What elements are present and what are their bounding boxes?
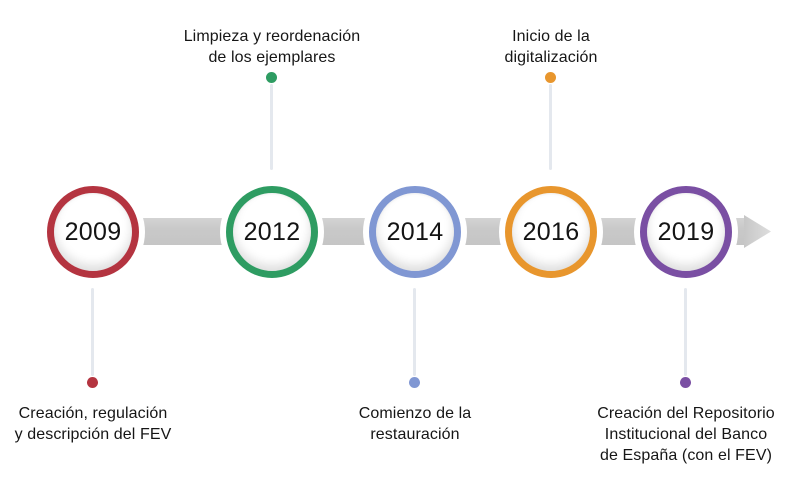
connector-line-2019 <box>684 288 687 376</box>
event-label-line: Institucional del Banco <box>604 426 768 443</box>
timeline-node-2019: 2019 <box>640 186 732 278</box>
timeline-arrowhead-icon <box>744 215 771 248</box>
event-label-line: digitalización <box>504 49 598 66</box>
connector-dot-2009 <box>87 377 98 388</box>
year-label-2012: 2012 <box>243 217 301 246</box>
connector-line-2009 <box>91 288 94 376</box>
event-label-line: Limpieza y reordenación <box>183 28 361 45</box>
event-label-line: de España (con el FEV) <box>599 447 773 464</box>
connector-line-2016 <box>549 84 552 170</box>
event-label-line: Creación del Repositorio <box>597 405 775 422</box>
year-label-2016: 2016 <box>522 217 580 246</box>
year-label-2009: 2009 <box>64 217 122 246</box>
event-label-line: y descripción del FEV <box>14 426 172 443</box>
year-label-2014: 2014 <box>386 217 444 246</box>
event-label-2014: Comienzo de la restauración <box>305 403 525 445</box>
timeline-node-2014: 2014 <box>369 186 461 278</box>
year-label-2019: 2019 <box>657 217 715 246</box>
event-label-2009: Creación, regulación y descripción del F… <box>0 403 203 445</box>
timeline-node-2016: 2016 <box>505 186 597 278</box>
connector-line-2012 <box>270 84 273 170</box>
event-label-2012: Limpieza y reordenación de los ejemplare… <box>162 26 382 68</box>
event-label-2016: Inicio de la digitalización <box>441 26 661 68</box>
event-label-line: Comienzo de la <box>358 405 472 422</box>
connector-line-2014 <box>413 288 416 376</box>
connector-dot-2019 <box>680 377 691 388</box>
event-label-line: restauración <box>370 426 460 443</box>
timeline-node-2009: 2009 <box>47 186 139 278</box>
event-label-line: Inicio de la <box>512 28 590 45</box>
connector-dot-2014 <box>409 377 420 388</box>
event-label-line: de los ejemplares <box>208 49 336 66</box>
connector-dot-2012 <box>266 72 277 83</box>
event-label-2019: Creación del Repositorio Institucional d… <box>576 403 796 466</box>
timeline-node-2012: 2012 <box>226 186 318 278</box>
event-label-line: Creación, regulación <box>18 405 168 422</box>
connector-dot-2016 <box>545 72 556 83</box>
